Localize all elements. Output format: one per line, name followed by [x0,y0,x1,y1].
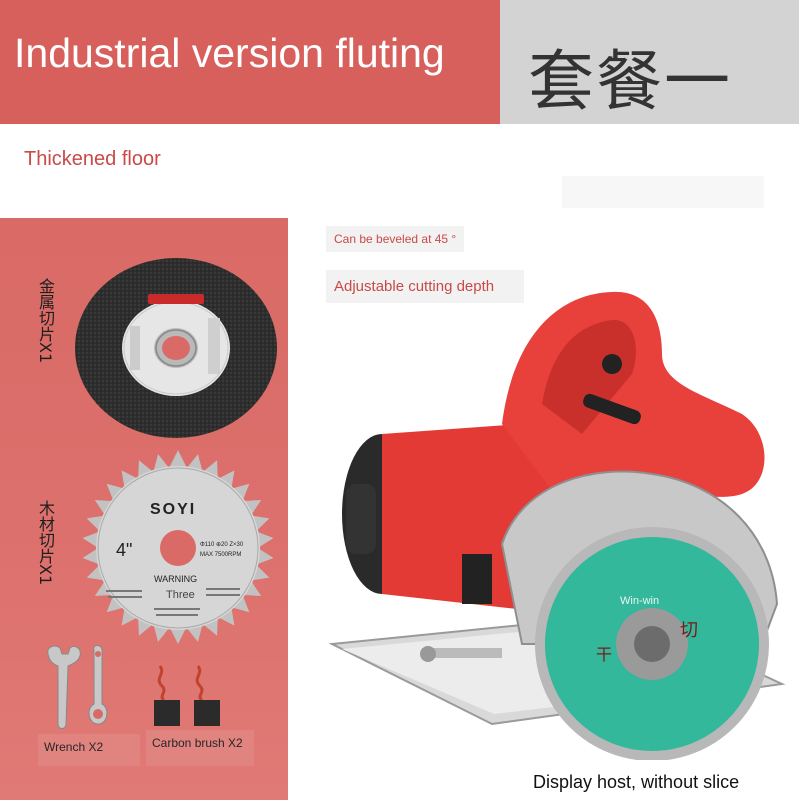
carbon-brush-image [154,665,220,726]
bevel-feature-label: Can be beveled at 45 ° [326,226,465,252]
page-title: Industrial version fluting [14,30,445,76]
blade-overlay-text: Three [166,589,195,601]
carbon-brush-label: Carbon brush X2 [146,730,254,766]
blade-size: 4" [116,540,132,560]
blade-spec: Φ110 ⊕20 Z×30 [200,542,244,548]
wood-blade-label: 木材切片X1 [36,500,55,586]
blade-warning: WARNING [154,574,197,584]
metal-cutting-disc-image [75,258,277,438]
metal-disc-label: 金属切片X1 [36,278,55,364]
wood-saw-blade-image: SOYI 4" Φ110 ⊕20 Z×30 MAX 7500RPM WARNIN… [82,450,274,644]
blade-rpm: MAX 7500RPM [200,552,241,558]
wrench-label: Wrench X2 [38,734,140,766]
wrench-image [47,645,108,729]
title-banner: Industrial version fluting [0,0,500,124]
blade-glyph-gan: 干 [596,645,612,664]
depth-feature-label: Adjustable cutting depth [326,270,524,303]
blade-glyph-qie: 切 [680,620,698,641]
blade-brand: SOYI [150,501,196,518]
display-caption: Display host, without slice [533,772,740,792]
package-label: 套餐一 [528,43,732,120]
package-banner [500,0,799,124]
cutting-machine-image: Win-win 切 干 [328,291,786,760]
blade-text: Win-win [620,595,659,607]
blank-panel [562,176,764,208]
subtitle: Thickened floor [24,148,161,170]
